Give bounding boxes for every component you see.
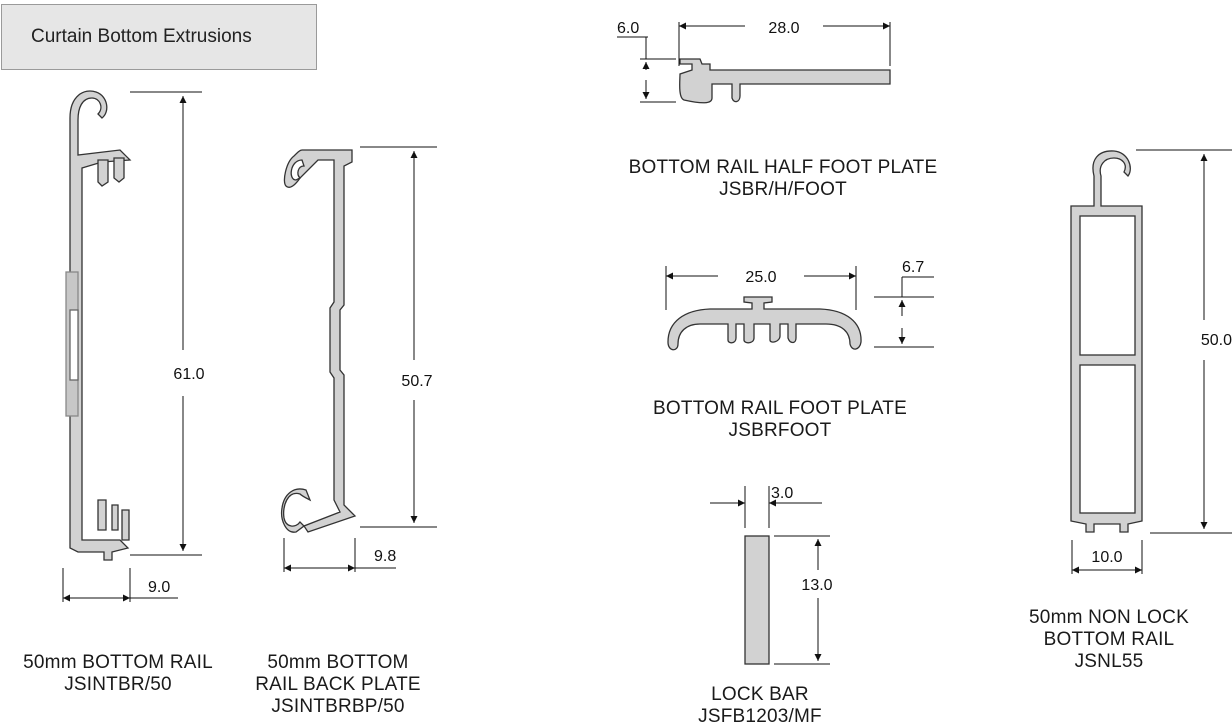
bottom-rail-width-dim: 9.0 <box>148 579 170 596</box>
bottom-rail-caption: 50mm BOTTOM RAIL JSINTBR/50 <box>0 652 236 696</box>
non-lock-rail-height-dim: 50.0 <box>1201 332 1232 349</box>
bottom-rail-name: 50mm BOTTOM RAIL <box>23 652 213 673</box>
lock-bar-width-dim: 3.0 <box>771 485 793 502</box>
lock-bar-code: JSFB1203/MF <box>698 706 822 727</box>
half-foot-plate-code: JSBR/H/FOOT <box>719 179 847 200</box>
foot-plate-width-dim: 25.0 <box>745 269 776 286</box>
back-plate-dimensions <box>283 146 437 572</box>
back-plate-name-line2: RAIL BACK PLATE <box>255 674 421 695</box>
non-lock-rail-name-line1: 50mm NON LOCK <box>1029 607 1189 628</box>
non-lock-rail-width-dim: 10.0 <box>1091 549 1122 566</box>
back-plate-caption: 50mm BOTTOM RAIL BACK PLATE JSINTBRBP/50 <box>246 652 430 718</box>
non-lock-rail-caption: 50mm NON LOCK BOTTOM RAIL JSNL55 <box>1020 607 1198 673</box>
lock-bar-height-dim: 13.0 <box>801 577 832 594</box>
foot-plate-caption: BOTTOM RAIL FOOT PLATE JSBRFOOT <box>610 398 950 442</box>
non-lock-rail-dimensions <box>1071 149 1232 574</box>
half-foot-plate-dimensions <box>617 22 891 103</box>
bottom-rail-height-dim: 61.0 <box>173 366 204 383</box>
foot-plate-code: JSBRFOOT <box>728 420 832 441</box>
lock-bar-name: LOCK BAR <box>711 684 809 705</box>
half-foot-plate-height-dim: 6.0 <box>617 20 639 37</box>
foot-plate-profile <box>667 296 862 351</box>
half-foot-plate-width-dim: 28.0 <box>768 20 799 37</box>
non-lock-rail-code: JSNL55 <box>1074 651 1144 672</box>
half-foot-plate-profile <box>679 58 891 104</box>
foot-plate-name: BOTTOM RAIL FOOT PLATE <box>653 398 907 419</box>
back-plate-height-dim: 50.7 <box>401 373 432 390</box>
half-foot-plate-caption: BOTTOM RAIL HALF FOOT PLATE JSBR/H/FOOT <box>583 157 983 201</box>
lock-bar-profile <box>744 535 770 665</box>
lock-bar-caption: LOCK BAR JSFB1203/MF <box>680 684 840 728</box>
back-plate-name-line1: 50mm BOTTOM <box>267 652 409 673</box>
page-title: Curtain Bottom Extrusions <box>1 4 317 70</box>
bottom-rail-code: JSINTBR/50 <box>64 674 172 695</box>
back-plate-code: JSINTBRBP/50 <box>271 696 405 717</box>
back-plate-width-dim: 9.8 <box>374 548 396 565</box>
non-lock-rail-name-line2: BOTTOM RAIL <box>1043 629 1175 650</box>
lock-bar-dimensions <box>710 486 830 665</box>
bottom-rail-dimensions <box>62 91 202 602</box>
back-plate-profile <box>280 149 357 533</box>
half-foot-plate-name: BOTTOM RAIL HALF FOOT PLATE <box>628 157 938 178</box>
non-lock-rail-profile <box>1070 150 1143 533</box>
foot-plate-height-dim: 6.7 <box>902 259 924 276</box>
foot-plate-dimensions <box>665 266 934 348</box>
bottom-rail-profile <box>65 90 132 561</box>
